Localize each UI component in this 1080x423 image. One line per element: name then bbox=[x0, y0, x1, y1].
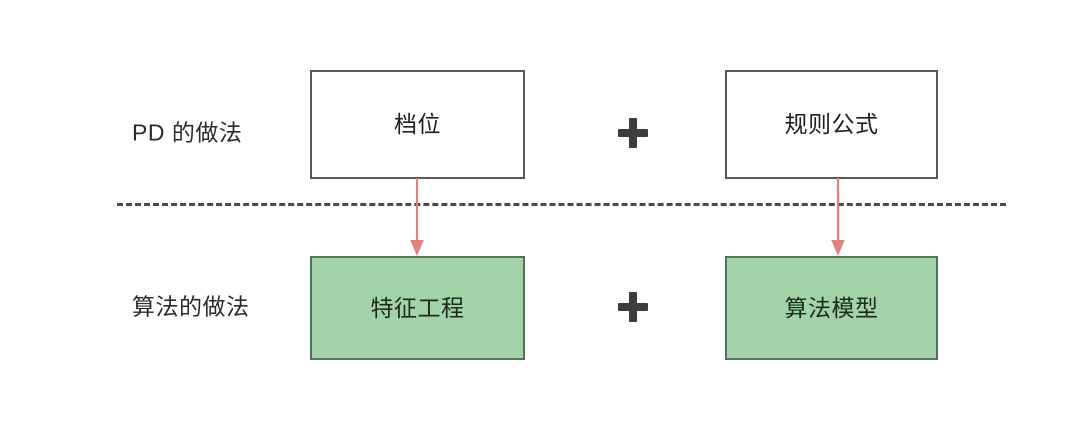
plus-icon-bottom bbox=[616, 290, 650, 324]
node-box-tier[interactable]: 档位 bbox=[310, 70, 525, 179]
arrow-formula-to-model-icon bbox=[831, 178, 845, 256]
node-box-formula[interactable]: 规则公式 bbox=[725, 70, 938, 179]
plus-icon-top bbox=[616, 116, 650, 150]
node-box-algorithm-model[interactable]: 算法模型 bbox=[725, 256, 938, 360]
dashed-divider bbox=[117, 203, 1006, 206]
arrow-tier-to-feature-icon bbox=[410, 178, 424, 256]
row-label-algo: 算法的做法 bbox=[132, 293, 250, 320]
row-label-pd: PD 的做法 bbox=[132, 119, 243, 146]
node-box-feature-engineering[interactable]: 特征工程 bbox=[310, 256, 525, 360]
